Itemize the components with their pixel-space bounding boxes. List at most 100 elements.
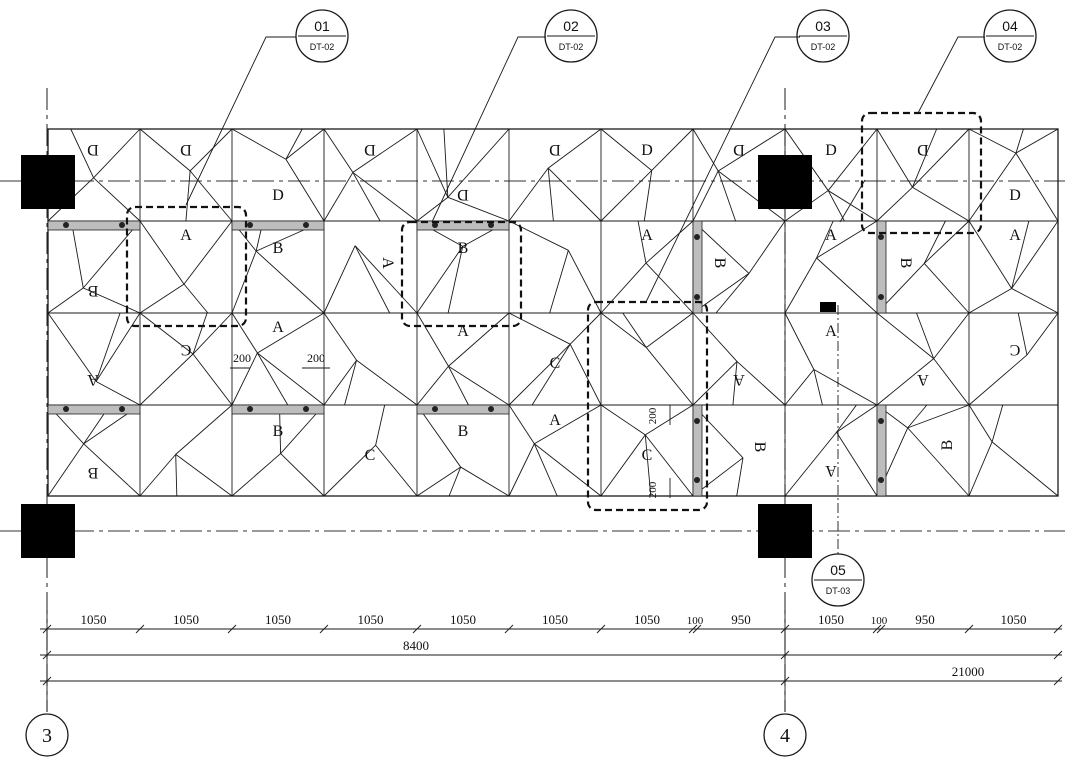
joint-strip-vertical xyxy=(876,220,887,314)
callout-bubble-01[interactable]: 01 DT-02 xyxy=(295,9,349,63)
facet-edge xyxy=(344,360,357,406)
panel-label: B xyxy=(458,240,469,257)
facet-edge xyxy=(448,365,510,406)
facet-edge xyxy=(547,168,554,222)
detail-box-01[interactable] xyxy=(125,205,248,328)
facet-edge xyxy=(784,369,815,406)
dimension-tick xyxy=(412,624,422,634)
facet-edge xyxy=(416,246,464,314)
axis-label-4: 4 xyxy=(780,725,790,747)
facet-edge xyxy=(323,172,354,222)
callout-sheet: DT-03 xyxy=(826,586,851,596)
facet-edge xyxy=(600,404,646,436)
facet-edge xyxy=(813,369,878,406)
facet-edge xyxy=(644,434,694,497)
dimension-segment: 1050 xyxy=(1001,612,1027,627)
facet-edge xyxy=(323,245,356,314)
joint-strip-vertical xyxy=(692,220,703,314)
callout-bubble-05[interactable]: 05 DT-03 xyxy=(811,553,865,607)
facet-edge xyxy=(352,128,418,173)
axis-bubble-3[interactable]: 3 xyxy=(25,713,69,757)
dimension-tick xyxy=(872,624,882,634)
callout-sheet: DT-02 xyxy=(559,42,584,52)
facet-edge xyxy=(139,283,185,314)
dimension-segment: 1050 xyxy=(818,612,844,627)
facet-edge xyxy=(645,404,694,436)
facet-edge xyxy=(645,262,694,314)
facet-edge xyxy=(192,353,233,406)
callout-sheet: DT-02 xyxy=(998,42,1023,52)
dimension-segment: 950 xyxy=(915,612,935,627)
facet-edge xyxy=(600,312,647,348)
joint-strip-horizontal xyxy=(416,220,510,231)
facet-edge xyxy=(968,441,993,497)
leader-03b xyxy=(839,179,866,223)
facet-edge xyxy=(692,312,738,362)
panel-label: A xyxy=(379,257,396,269)
facet-edge xyxy=(912,128,970,188)
facet-edge xyxy=(508,343,571,406)
facet-edge xyxy=(692,128,719,172)
facet-edge xyxy=(139,312,194,355)
facet-edge xyxy=(692,361,738,406)
facet-edge xyxy=(644,434,652,497)
panel-label: C xyxy=(642,447,653,464)
panel-label: D xyxy=(180,141,192,158)
facet-edge xyxy=(968,354,1028,406)
axis-lines xyxy=(0,88,1065,712)
facet-edge xyxy=(827,128,878,191)
triangular-facets xyxy=(47,128,1059,497)
facet-edge xyxy=(916,312,935,359)
facet-edge xyxy=(816,220,878,259)
dimension-tick xyxy=(1053,676,1063,686)
facet-edge xyxy=(352,172,418,222)
detail-box-03[interactable] xyxy=(586,300,709,512)
panel-label: D xyxy=(641,142,653,159)
detail-box-02[interactable] xyxy=(400,220,523,328)
panel-label: A xyxy=(917,371,929,388)
facet-edge xyxy=(567,250,602,314)
callout-number: 01 xyxy=(314,18,330,34)
callout-number: 04 xyxy=(1002,18,1018,34)
callout-number: 03 xyxy=(815,18,831,34)
facet-edge xyxy=(933,312,970,359)
dimension-segment: 100 xyxy=(687,615,704,627)
facet-edge xyxy=(416,466,461,497)
callout-bubble-03[interactable]: 03 DT-02 xyxy=(796,9,850,63)
facet-edge xyxy=(443,128,449,198)
facet-edge xyxy=(968,152,1017,222)
detail-box-04[interactable] xyxy=(860,111,983,235)
dimension-tick xyxy=(780,624,790,634)
dimension-tick xyxy=(504,624,514,634)
facet-edge xyxy=(549,250,569,314)
callout-bubble-02[interactable]: 02 DT-02 xyxy=(544,9,598,63)
facet-edge xyxy=(352,172,381,222)
facet-edge xyxy=(813,369,823,406)
facet-edge xyxy=(375,404,386,446)
facet-edge xyxy=(876,358,934,406)
facet-edge xyxy=(933,358,970,406)
local-dim-4: 200 xyxy=(647,481,659,498)
local-dim-1: 200 xyxy=(233,351,251,365)
facet-edge xyxy=(1015,128,1024,154)
panel-label: C xyxy=(365,447,376,464)
dimension-tick xyxy=(42,676,52,686)
facet-edge xyxy=(907,427,970,497)
panel-label: B xyxy=(939,440,956,451)
facet-edge xyxy=(95,312,141,382)
axis-bubble-4[interactable]: 4 xyxy=(763,713,807,757)
facet-edge xyxy=(416,128,449,198)
joint-strip-horizontal xyxy=(231,404,325,415)
facet-edge xyxy=(231,312,258,354)
dimension-tick xyxy=(964,624,974,634)
facet-edge xyxy=(1011,220,1059,289)
facet-edge xyxy=(1026,312,1059,356)
facet-edge xyxy=(285,159,325,222)
callout-bubble-04[interactable]: 04 DT-02 xyxy=(983,9,1037,63)
panel-label: D xyxy=(549,141,561,158)
joint-strip-vertical xyxy=(692,404,703,497)
column-bottom-right xyxy=(758,504,812,558)
